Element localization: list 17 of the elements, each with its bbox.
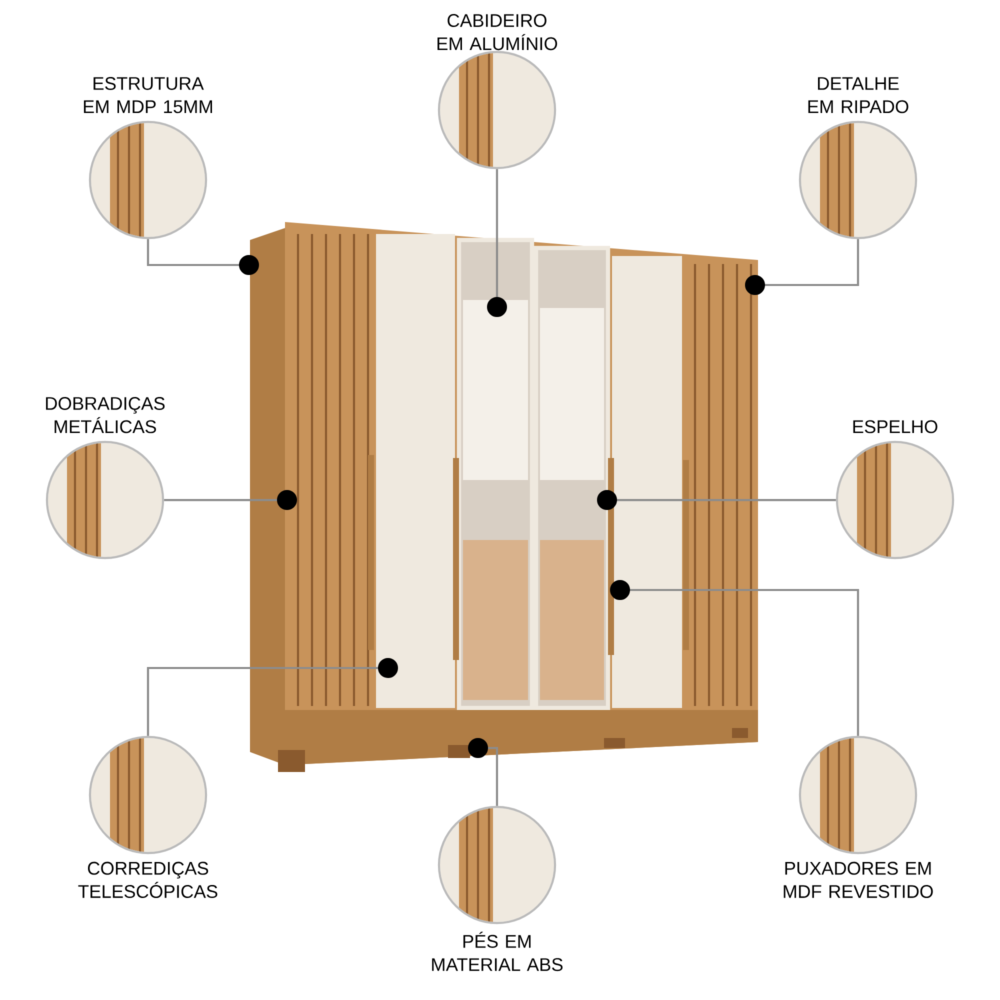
callout-label: CABIDEIRO EM ALUMÍNIO — [438, 14, 558, 50]
callout-label: CORREDIÇAS TELESCÓPICAS — [78, 862, 218, 898]
callout-label: DOBRADIÇAS METÁLICAS — [46, 397, 165, 434]
callout-label: PUXADORES EM MDF REVESTIDO — [784, 862, 933, 898]
leader-line — [468, 738, 498, 806]
leader-line — [146, 658, 398, 736]
leader-line — [487, 169, 507, 317]
wardrobe-drawing — [250, 222, 758, 772]
leader-line — [745, 239, 860, 295]
callout-label: DETALHE EM RIPADO — [808, 77, 908, 114]
callout-label: ESTRUTURA EM MDP 15MM — [84, 77, 212, 114]
leader-line — [164, 490, 297, 510]
callout-label: ESPELHO — [853, 420, 938, 434]
leader-line — [597, 490, 836, 510]
callout-label: PÉS EM MATERIAL ABS — [432, 932, 563, 972]
leader-line — [610, 580, 860, 736]
leader-line — [146, 239, 259, 275]
